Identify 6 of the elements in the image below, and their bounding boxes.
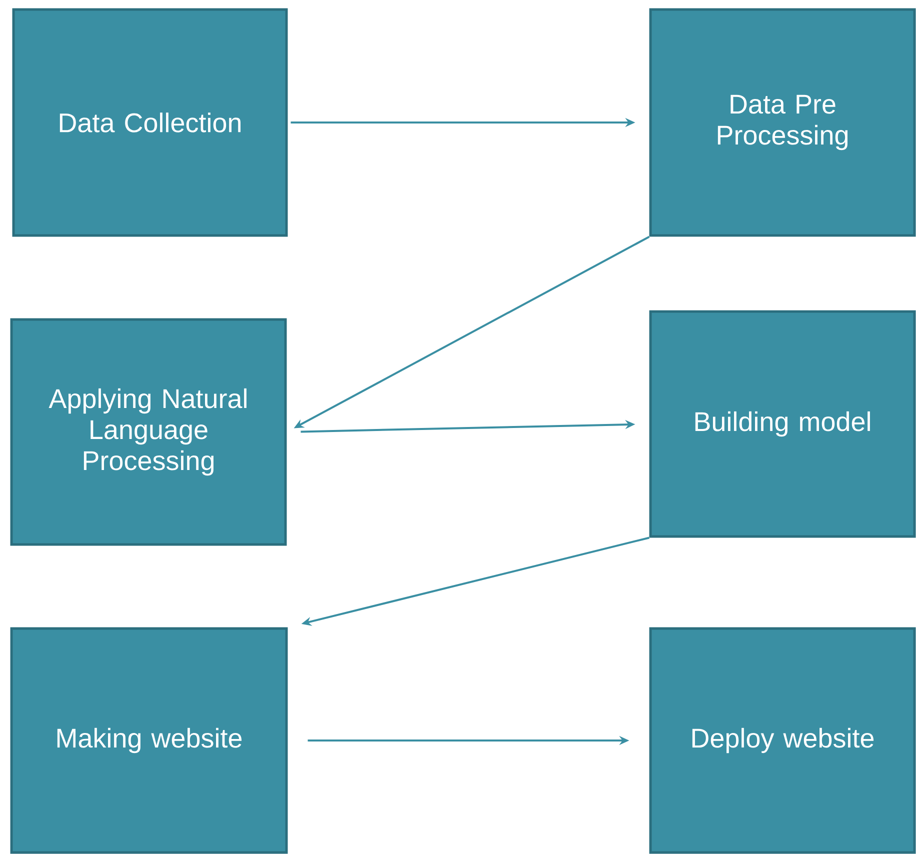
process-box: Making website (10, 627, 288, 854)
process-box: Deploy website (649, 627, 916, 854)
process-box: Building model (649, 310, 916, 538)
process-box: Data Pre Processing (649, 8, 916, 237)
process-box: Data Collection (12, 8, 288, 237)
process-box: Applying Natural Language Processing (10, 318, 287, 546)
